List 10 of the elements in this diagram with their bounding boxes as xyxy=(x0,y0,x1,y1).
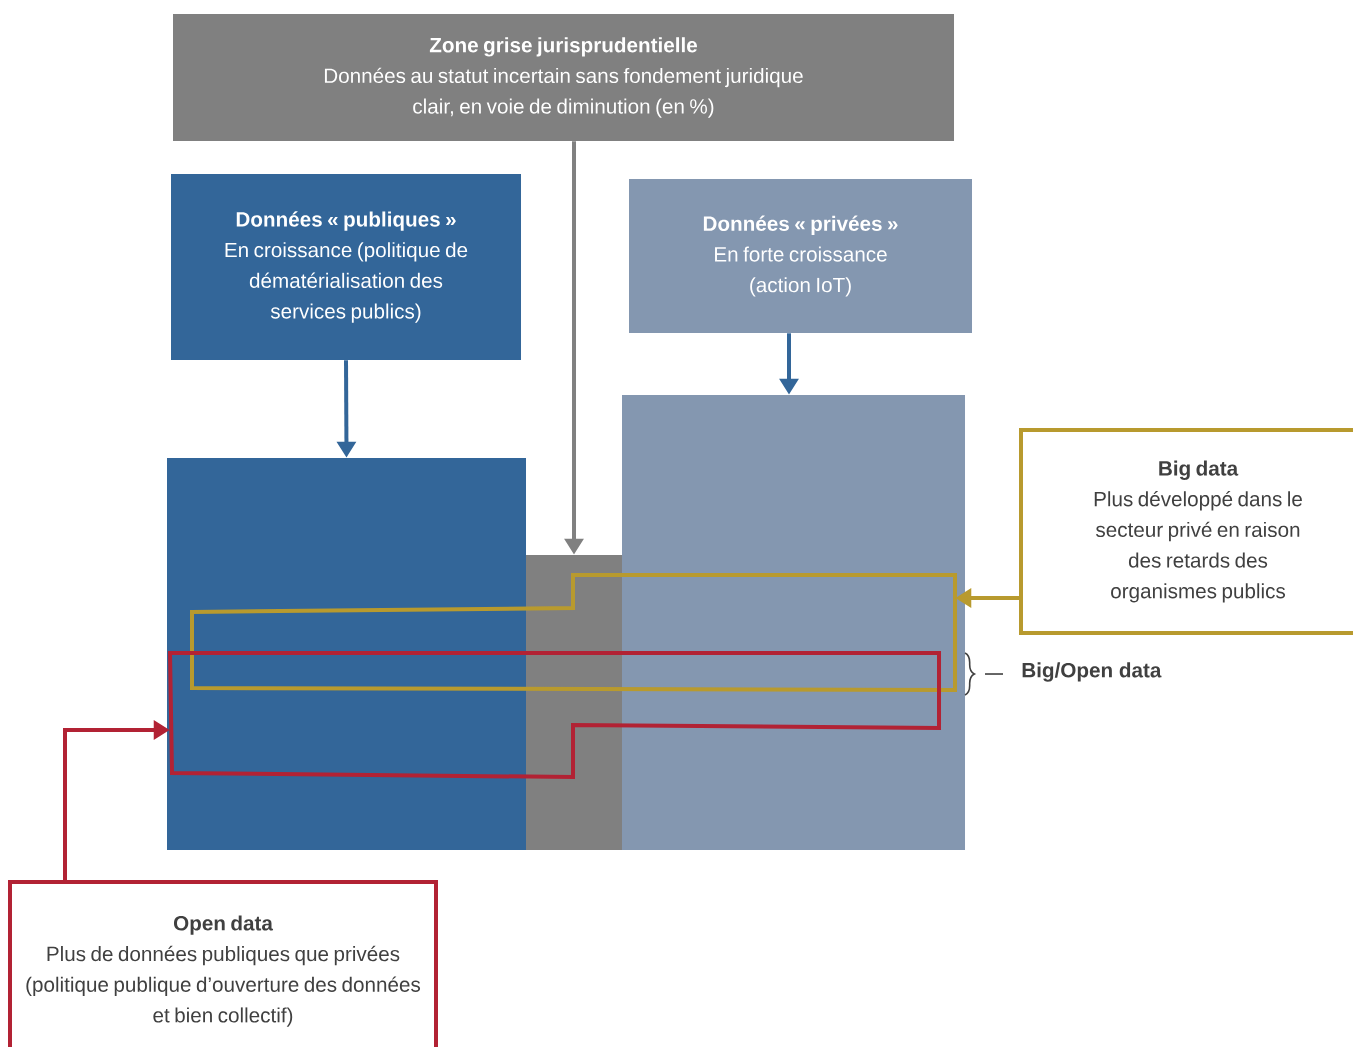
data-column xyxy=(167,458,526,850)
callout-box: Big data Plus développé dans le secteur privé en raison des retards des organismes publics xyxy=(1019,428,1353,635)
source-box: Données « publiques » En croissance (politique de dématérialisation des services publics) xyxy=(171,174,521,360)
data-column xyxy=(622,395,965,850)
bracket-label: Big/Open data xyxy=(1022,662,1162,682)
header-box: Zone grise jurisprudentielle Données au statut incertain sans fondement juridique clair, en voie de diminution (en %) xyxy=(173,14,954,141)
data-column xyxy=(526,555,624,850)
outline-frame xyxy=(190,573,957,692)
callout-box: Open data Plus de données publiques que privées (politique publique d’ouverture des données et bien collectif) xyxy=(8,880,438,1047)
source-box: Données « privées » En forte croissance (action IoT) xyxy=(629,179,972,333)
